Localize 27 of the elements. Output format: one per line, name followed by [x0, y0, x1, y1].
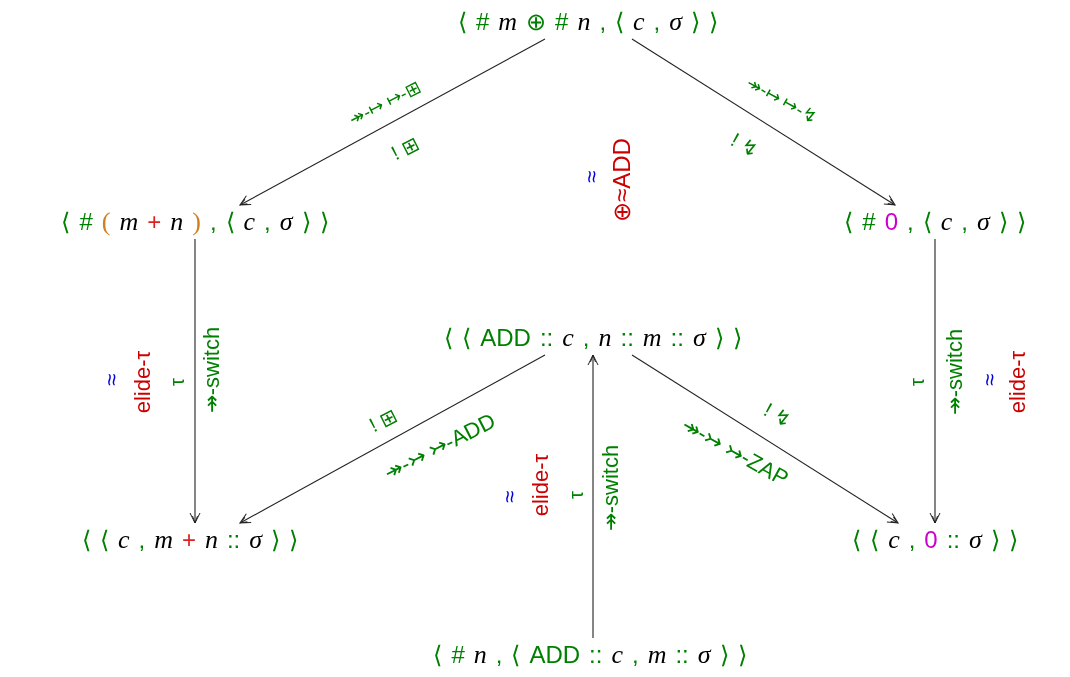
edge-label: ↠-switch	[944, 328, 966, 416]
rule-label: elide-τ	[132, 350, 154, 414]
term-expression: ⟨ ⟨ c , m + n :: σ ⟩ ⟩	[81, 525, 299, 555]
term-expression: ⟨ # m ⊕ # n , ⟨ c , σ ⟩ ⟩	[457, 7, 719, 37]
rule-label: τ	[566, 491, 586, 499]
term-expression: ⟨ ⟨ c , 0 :: σ ⟩ ⟩	[852, 525, 1018, 555]
rule-label: ! ↯	[727, 129, 763, 161]
edge-label: ↠-↦ ↦-⊞	[346, 77, 424, 129]
rule-label: ≈	[499, 490, 521, 504]
edge-label: ↠-switch	[600, 444, 622, 532]
term-expression: ⟨ ⟨ ADD :: c , n :: m :: σ ⟩ ⟩	[444, 323, 742, 353]
rule-label: τ	[907, 378, 927, 386]
term-expression: ⟨ # 0 , ⟨ c , σ ⟩ ⟩	[844, 207, 1026, 237]
rule-label: ! ⊞	[365, 404, 401, 436]
term-expression: ⟨ # ( m + n ) , ⟨ c , σ ⟩ ⟩	[61, 207, 329, 237]
rule-label: ⊕≈ADD	[610, 138, 634, 222]
rule-label: ! ↯	[760, 399, 796, 431]
rule-label: elide-τ	[1007, 350, 1029, 414]
rule-label: τ	[167, 378, 187, 386]
rule-label: elide-τ	[530, 453, 552, 517]
rule-label: ≈	[101, 373, 123, 387]
rule-label: ≈	[581, 170, 603, 184]
term-expression: ⟨ # n , ⟨ ADD :: c , m :: σ ⟩ ⟩	[433, 640, 747, 670]
edge-label: ↠-switch	[201, 326, 223, 414]
rule-label: ≈	[979, 373, 1001, 387]
edge-label: ↠-↦ ↦-↯	[743, 73, 821, 127]
rule-label: ! ⊞	[387, 132, 423, 164]
